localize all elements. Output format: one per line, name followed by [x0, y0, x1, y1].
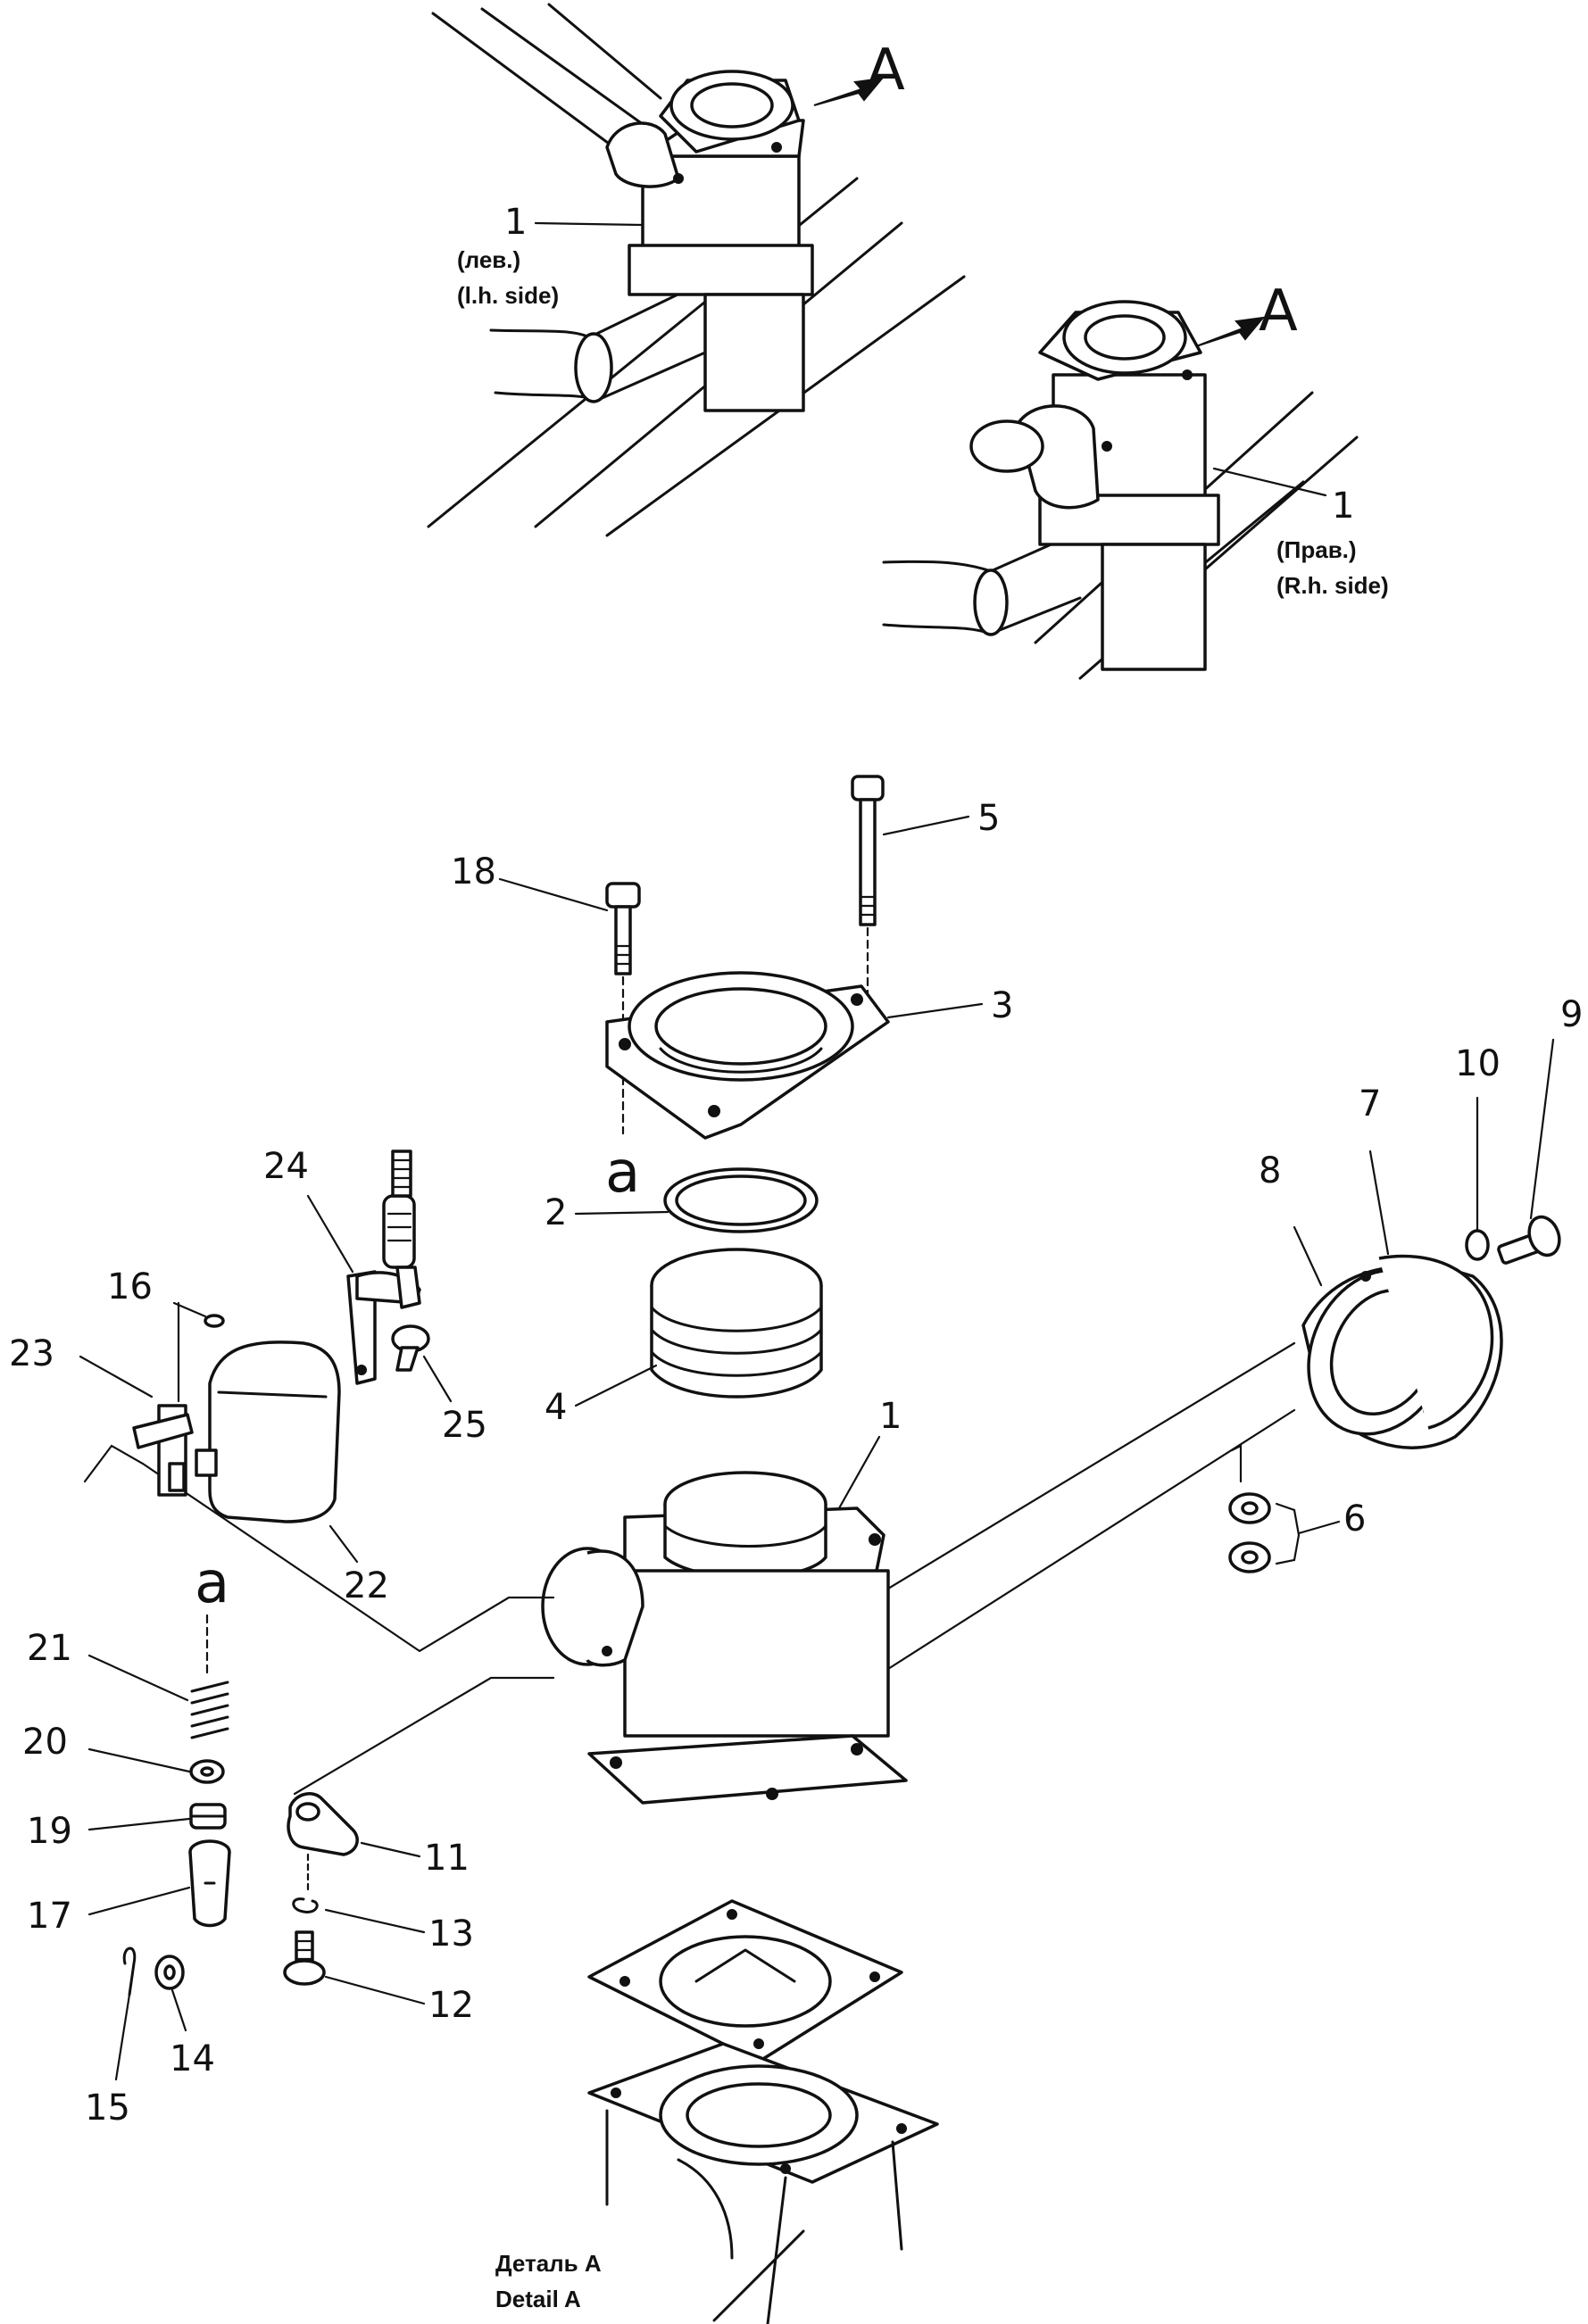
- top-right-side-en: (R.h. side): [1276, 572, 1389, 599]
- part-21-spring: 21: [27, 1628, 229, 1739]
- svg-text:11: 11: [424, 1838, 470, 1879]
- view-marker-a-right: A: [1259, 278, 1298, 344]
- top-left-installed-view: A 1 (лев.) (l.h. side): [427, 3, 966, 537]
- svg-text:16: 16: [107, 1266, 153, 1307]
- part-9-10-bolt-washer: 10 9: [1455, 994, 1583, 1265]
- svg-text:21: 21: [27, 1628, 72, 1669]
- svg-text:6: 6: [1343, 1498, 1366, 1540]
- lower-gasket: [587, 1899, 903, 2063]
- svg-text:3: 3: [991, 985, 1013, 1026]
- svg-text:20: 20: [22, 1722, 68, 1763]
- view-arrow-icon: [813, 77, 885, 106]
- svg-text:8: 8: [1259, 1150, 1281, 1191]
- detail-caption-ru: Деталь A: [495, 2250, 602, 2277]
- svg-text:17: 17: [27, 1896, 72, 1937]
- svg-text:9: 9: [1560, 994, 1583, 1035]
- part-17-pin: 17: [27, 1839, 231, 1937]
- top-right-item-label: 1: [1332, 486, 1354, 527]
- part-4-bellows: 4: [545, 1248, 823, 1428]
- part-1-housing: 1: [541, 1341, 1296, 1805]
- svg-text:19: 19: [27, 1811, 72, 1852]
- svg-text:2: 2: [545, 1192, 567, 1233]
- top-left-item-label: 1: [504, 202, 527, 243]
- svg-text:15: 15: [85, 2087, 130, 2129]
- svg-text:10: 10: [1455, 1043, 1501, 1084]
- top-right-side-ru: (Прав.): [1276, 536, 1357, 563]
- part-2-ring: 2: [545, 1167, 819, 1233]
- part-23-bracket: 23: [9, 1301, 194, 1497]
- part-5-bolt: 5: [851, 775, 1000, 1001]
- part-3-flange: 3: [605, 971, 1013, 1140]
- top-right-installed-view: A 1 (Прав.) (R.h. side): [882, 278, 1389, 680]
- svg-text:13: 13: [428, 1913, 474, 1955]
- svg-text:4: 4: [545, 1387, 567, 1428]
- exploded-assembly: 18 5 3 a: [9, 775, 1583, 2324]
- svg-text:12: 12: [428, 1985, 474, 2026]
- part-24-lever: 24: [263, 1146, 421, 1385]
- part-19-nut: 19: [27, 1803, 227, 1852]
- part-16-pin: 16: [107, 1266, 225, 1328]
- part-14-15-fasteners: 15 14: [85, 1946, 215, 2129]
- top-left-side-en: (l.h. side): [457, 282, 559, 309]
- part-13-washer: 13: [292, 1897, 474, 1955]
- part-11-arm: 11: [287, 1792, 470, 1894]
- svg-text:25: 25: [442, 1405, 487, 1446]
- svg-text:5: 5: [977, 798, 1000, 839]
- part-25-bolt: 25: [391, 1324, 487, 1446]
- section-marker-a-lower: a: [195, 1550, 229, 1616]
- svg-text:7: 7: [1359, 1083, 1381, 1125]
- svg-text:24: 24: [263, 1146, 309, 1187]
- part-22-plate: 22: [195, 1340, 389, 1606]
- svg-text:1: 1: [879, 1396, 902, 1437]
- svg-text:22: 22: [344, 1565, 389, 1606]
- lower-mounting-base: [587, 2042, 939, 2324]
- part-18-bolt: 18: [451, 851, 641, 1135]
- part-7-8-cover: 8 7: [1259, 1083, 1503, 1449]
- part-20-washer: 20: [22, 1722, 225, 1784]
- section-marker-a: a: [605, 1140, 640, 1206]
- svg-text:23: 23: [9, 1333, 54, 1374]
- top-left-side-ru: (лев.): [457, 246, 520, 273]
- part-6-nuts: 6: [1228, 1444, 1366, 1573]
- svg-text:14: 14: [170, 2038, 215, 2079]
- svg-text:18: 18: [451, 851, 496, 892]
- part-12-bolt: 12: [283, 1930, 474, 2026]
- view-marker-a: A: [866, 37, 905, 104]
- detail-caption-en: Detail A: [495, 2286, 581, 2312]
